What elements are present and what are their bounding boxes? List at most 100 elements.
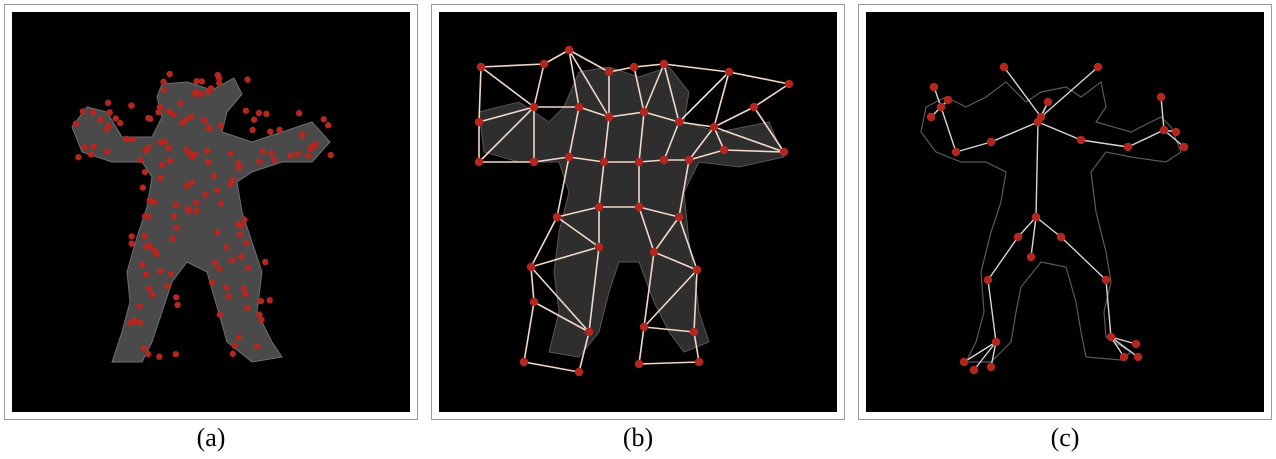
cage-edge [556, 216, 600, 248]
skeleton-edge [1105, 279, 1112, 338]
cage-edge [713, 126, 785, 153]
skeleton-edge [1160, 96, 1165, 131]
sample-point [268, 150, 275, 157]
sample-point [256, 158, 263, 165]
cage-edge [556, 156, 570, 218]
sample-point [128, 102, 135, 109]
sample-point [216, 311, 224, 318]
sample-point [225, 293, 232, 301]
cage-edge [568, 49, 580, 108]
skeleton-edge [1110, 336, 1139, 358]
sample-point [215, 75, 223, 82]
cage-edge [653, 216, 680, 253]
cage-node [634, 157, 644, 167]
cage-edge [638, 361, 700, 365]
sample-point [160, 86, 168, 93]
cage-node [599, 157, 609, 167]
sample-point [167, 270, 175, 278]
sample-point [174, 301, 181, 309]
sample-point [193, 78, 200, 85]
cage-node [659, 59, 669, 69]
sample-point [242, 291, 249, 298]
sample-point [145, 285, 153, 292]
sample-point [75, 154, 82, 161]
sample-point [298, 132, 306, 139]
sample-point [150, 198, 158, 206]
panel-b-nodes [474, 45, 794, 377]
sample-point [294, 150, 301, 157]
skeleton-joint [1119, 352, 1129, 362]
skeleton-edge [1003, 66, 1042, 118]
cage-node [709, 122, 719, 132]
panel-b-edges [478, 49, 790, 373]
sample-point [129, 136, 136, 143]
sample-point [156, 103, 164, 111]
panel-b-image [439, 12, 837, 412]
cage-edge [533, 63, 545, 108]
skeleton-joint [1133, 352, 1143, 362]
sample-point [308, 143, 316, 151]
sample-point [245, 264, 252, 271]
monster-mesh-shaded [71, 77, 331, 363]
sample-point [136, 319, 144, 327]
panel-a-svg [71, 70, 334, 363]
sample-point [236, 231, 243, 238]
sample-point [158, 161, 166, 168]
cage-node [779, 147, 789, 157]
sample-point [214, 229, 221, 236]
sample-point [172, 294, 180, 301]
sample-point [255, 109, 263, 117]
cage-node [629, 62, 639, 72]
cage-node [594, 242, 604, 252]
cage-edge [638, 111, 645, 163]
cage-edge [598, 161, 605, 208]
sample-point [140, 344, 147, 352]
sample-point [188, 179, 195, 186]
cage-edge [753, 106, 785, 153]
skeleton-joint [1056, 232, 1066, 242]
cage-node [784, 79, 794, 89]
cage-edge [643, 111, 680, 123]
sample-point [257, 297, 265, 305]
cage-edge [478, 106, 535, 163]
panel-c-svg [920, 62, 1189, 375]
skeleton-edge [1040, 66, 1099, 118]
cage-edge [713, 71, 730, 128]
sample-point [256, 311, 263, 318]
sample-point [266, 297, 273, 304]
cage-edge [678, 216, 698, 271]
cage-node [594, 202, 604, 212]
skeleton-joint [951, 147, 961, 157]
cage-edge [638, 206, 680, 218]
skeleton-edge [1037, 121, 1082, 141]
cage-node [574, 367, 584, 377]
sample-point [156, 353, 163, 360]
cage-node [539, 59, 549, 69]
skeleton-joint [1076, 135, 1086, 145]
sample-point [210, 172, 217, 180]
cage-edge [568, 106, 580, 158]
cage-edge [663, 121, 680, 161]
sample-point [271, 156, 278, 164]
sample-point [237, 253, 245, 260]
sample-point [295, 110, 303, 117]
sample-point [276, 126, 283, 134]
skeleton-edge [1060, 236, 1107, 281]
sample-point [211, 259, 219, 267]
skeleton-edge [1110, 336, 1137, 345]
sample-point [142, 243, 150, 250]
cage-edge [678, 71, 730, 123]
sample-point [172, 350, 179, 358]
sample-point [141, 168, 149, 176]
sample-point [327, 151, 334, 159]
sample-point [267, 128, 274, 135]
skeleton-joint [1101, 275, 1111, 285]
sample-point [198, 78, 206, 85]
sample-point [89, 109, 97, 116]
skeleton-joint [1031, 212, 1041, 222]
sample-point [138, 261, 146, 269]
panel-c-image [866, 12, 1264, 412]
sample-point [173, 224, 180, 231]
cage-node [519, 357, 529, 367]
skeleton-joint [986, 362, 996, 372]
